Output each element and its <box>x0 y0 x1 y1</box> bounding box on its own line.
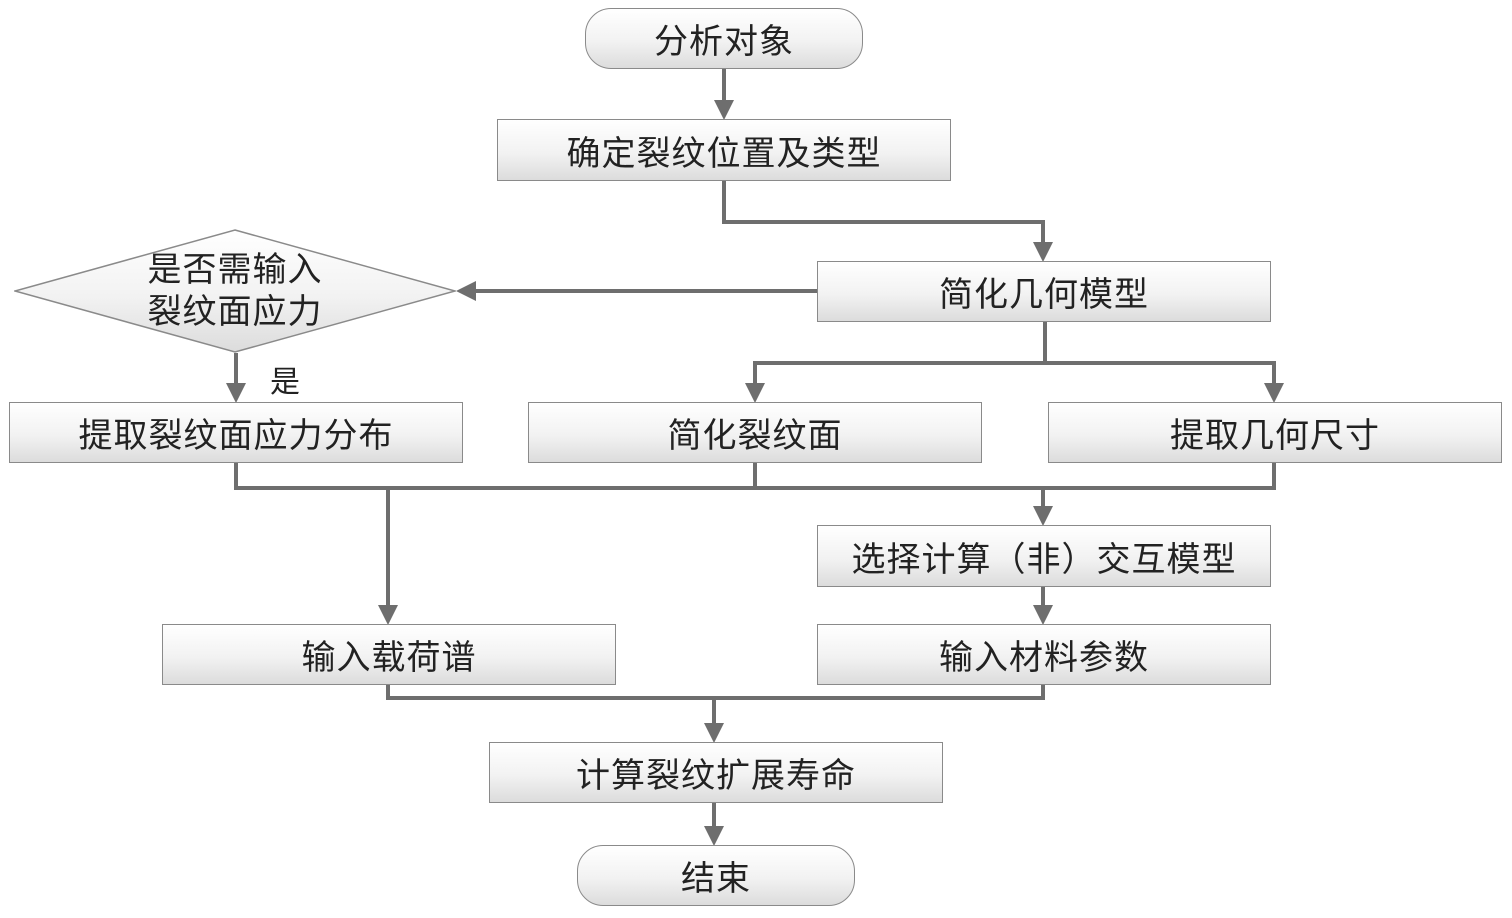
simplify-crack-face-label: 简化裂纹面 <box>667 416 843 456</box>
decision-text: 是否需输入 裂纹面应力 <box>14 229 456 353</box>
start-node: 分析对象 <box>585 8 863 69</box>
compute-life-label: 计算裂纹扩展寿命 <box>576 756 856 796</box>
input-load-node: 输入载荷谱 <box>162 624 616 685</box>
end-label: 结束 <box>681 859 751 899</box>
extract-dimensions-node: 提取几何尺寸 <box>1048 402 1502 463</box>
decision-diamond-shape <box>14 229 456 353</box>
simplify-geometry-label: 简化几何模型 <box>939 275 1149 315</box>
input-material-label: 输入材料参数 <box>939 638 1149 678</box>
input-load-label: 输入载荷谱 <box>301 638 477 678</box>
decision-line-1: 是否需输入 <box>147 250 323 290</box>
simplify-geometry-node: 简化几何模型 <box>817 261 1271 322</box>
start-label: 分析对象 <box>654 22 794 62</box>
edge-simplify-split <box>745 322 1047 403</box>
edge-load-material-merge <box>386 685 1045 700</box>
extract-stress-node: 提取裂纹面应力分布 <box>9 402 463 463</box>
compute-life-node: 计算裂纹扩展寿命 <box>489 742 943 803</box>
decision-line-2: 裂纹面应力 <box>147 292 323 332</box>
extract-stress-label: 提取裂纹面应力分布 <box>78 416 394 456</box>
determine-crack-label: 确定裂纹位置及类型 <box>566 133 882 174</box>
simplify-crack-face-node: 简化裂纹面 <box>528 402 982 463</box>
edge-simplify-to-dimensions <box>1045 361 1284 403</box>
extract-dimensions-label: 提取几何尺寸 <box>1170 416 1380 456</box>
determine-crack-node: 确定裂纹位置及类型 <box>497 119 951 181</box>
select-model-node: 选择计算（非）交互模型 <box>817 525 1271 587</box>
select-model-label: 选择计算（非）交互模型 <box>851 539 1237 580</box>
decision-node: 是否需输入 裂纹面应力 <box>14 229 456 353</box>
edge-determine-to-simplify <box>722 181 1053 262</box>
end-node: 结束 <box>577 845 855 906</box>
input-material-node: 输入材料参数 <box>817 624 1271 685</box>
edge-label-yes: 是 <box>270 365 300 400</box>
